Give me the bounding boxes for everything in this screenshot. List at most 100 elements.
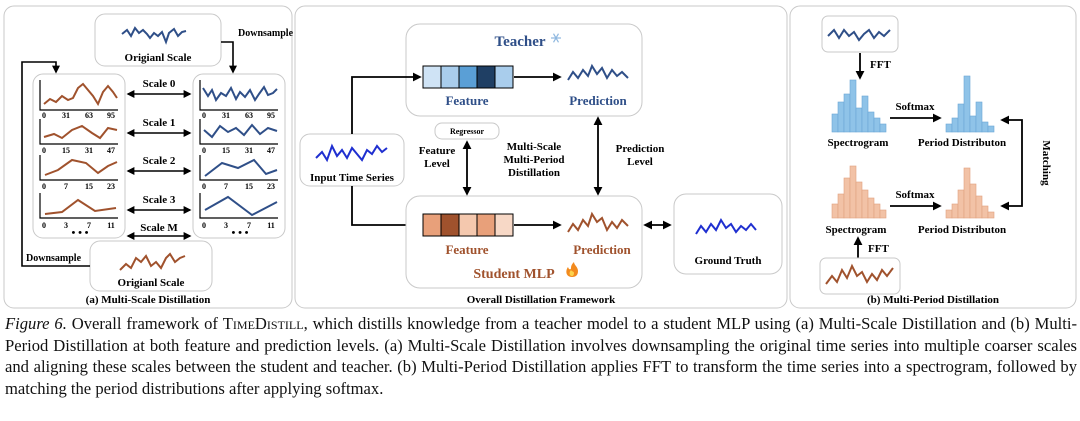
teacher-prediction-series [567, 63, 629, 81]
softmax-bottom-label: Softmax [895, 189, 935, 201]
student-prediction-label: Prediction [573, 242, 631, 257]
student-tick-2-1: 7 [64, 182, 68, 191]
student-feature-label: Feature [445, 242, 488, 257]
student-spectrogram-bars [831, 165, 887, 219]
original-series-top [121, 26, 187, 45]
regressor-label: Regressor [450, 127, 485, 136]
teacher-tick-0-0: 0 [202, 111, 206, 120]
scale-2-label: Scale 2 [143, 155, 176, 167]
panel-b: FFT Spectrogram Softmax Period Distribut… [819, 15, 1052, 306]
downsample-bottom-arrow [21, 61, 90, 267]
panel-mid-title: Overall Distillation Framework [467, 294, 616, 306]
teacher-tick-0-1: 31 [222, 111, 230, 120]
panel-b-frame [789, 5, 1077, 309]
original-scale-top-box [94, 13, 222, 67]
caption-text-2: , which distills knowledge from a teache… [5, 314, 1078, 398]
student-tick-3-1: 3 [64, 221, 68, 230]
snowflake-icon [551, 33, 561, 43]
feature-level-label-2: Level [424, 158, 450, 170]
teacher-scales-box [192, 73, 286, 239]
teacher-spectrogram-bars [831, 79, 887, 133]
teacher-scale-plot-1 [199, 119, 278, 145]
student-series-box [819, 257, 901, 295]
teacher-scale-plot-3 [199, 193, 278, 219]
teacher-tick-1-1: 15 [222, 146, 230, 155]
feature-level-label-1: Feature [419, 145, 456, 157]
student-feature-bar [422, 213, 514, 237]
student-tick-3-0: 0 [42, 221, 46, 230]
teacher-tick-2-2: 15 [245, 182, 253, 191]
student-tick-1-0: 0 [42, 146, 46, 155]
distill-label-3: Distillation [508, 167, 560, 179]
student-scale-plot-1 [39, 119, 118, 145]
teacher-tick-3-1: 3 [224, 221, 228, 230]
teacher-scale-plot-0 [199, 80, 278, 111]
teacher-tick-0-2: 63 [245, 111, 253, 120]
ground-truth-label: Ground Truth [695, 255, 762, 267]
student-period-bars [945, 167, 995, 219]
teacher-feature-label: Feature [445, 93, 488, 108]
student-scales-box [32, 73, 126, 239]
panel-a-title: (a) Multi-Scale Distillation [86, 294, 211, 306]
teacher-tick-2-0: 0 [202, 182, 206, 191]
teacher-tick-3-2: 7 [247, 221, 251, 230]
distill-label-1: Multi-Scale [507, 141, 561, 153]
student-tick-2-0: 0 [42, 182, 46, 191]
teacher-tick-1-3: 47 [267, 146, 275, 155]
downsample-top-label: Downsample [238, 28, 294, 39]
downsample-bottom-label: Downsample [26, 253, 82, 264]
caption-lead: Figure 6. [5, 314, 67, 333]
dots-left: • • • [71, 227, 88, 239]
spectrogram-bottom-label: Spectrogram [826, 224, 887, 236]
student-prediction-series [567, 211, 629, 233]
caption-method-name: TimeDistill [222, 314, 304, 333]
student-tick-0-3: 95 [107, 111, 115, 120]
dots-right: • • • [231, 227, 248, 239]
downsample-top-arrow [221, 41, 237, 74]
teacher-series-b [827, 28, 891, 42]
scale-0-label: Scale 0 [143, 78, 176, 90]
student-tick-1-2: 31 [85, 146, 93, 155]
ground-truth-box [673, 193, 783, 275]
scale-3-label: Scale 3 [143, 194, 176, 206]
distill-label-2: Multi-Period [503, 154, 564, 166]
regressor-box [434, 122, 500, 140]
teacher-tick-3-0: 0 [202, 221, 206, 230]
softmax-top-label: Softmax [895, 101, 935, 113]
prediction-level-label-1: Prediction [616, 143, 665, 155]
student-tick-0-1: 31 [62, 111, 70, 120]
student-series-b [825, 263, 894, 285]
teacher-box [405, 23, 643, 117]
period-top-label: Period Distributon [918, 137, 1006, 149]
student-tick-3-3: 11 [107, 221, 115, 230]
student-scale-plot-2 [39, 155, 118, 181]
student-tick-3-2: 7 [87, 221, 91, 230]
teacher-tick-2-1: 7 [224, 182, 228, 191]
teacher-tick-1-0: 0 [202, 146, 206, 155]
student-label: Student MLP [473, 267, 555, 282]
scale-m-label: Scale M [140, 222, 178, 234]
panel-mid: Teacher Feature Prediction Input Time Se… [299, 23, 783, 306]
input-to-student-arrow [351, 186, 422, 230]
student-tick-2-2: 15 [85, 182, 93, 191]
teacher-tick-1-2: 31 [245, 146, 253, 155]
matching-arrow [1000, 115, 1023, 211]
student-tick-1-1: 15 [62, 146, 70, 155]
student-tick-1-3: 47 [107, 146, 115, 155]
teacher-scale-plot-2 [199, 155, 278, 181]
fft-top-label: FFT [870, 59, 891, 71]
scale-1-label: Scale 1 [143, 117, 176, 129]
student-tick-2-3: 23 [107, 182, 115, 191]
student-scale-plot-3 [39, 193, 118, 219]
caption-text-1: Overall framework of [66, 314, 223, 333]
teacher-series-box [821, 15, 899, 53]
fire-icon [566, 262, 578, 277]
input-to-teacher-arrow [351, 72, 422, 134]
student-scale-plot-0 [39, 80, 118, 111]
matching-label: Matching [1040, 140, 1052, 186]
spectrogram-top-label: Spectrogram [828, 137, 889, 149]
teacher-prediction-label: Prediction [569, 93, 627, 108]
original-scale-top-label: Origianl Scale [125, 52, 192, 64]
panel-a: Origianl Scale Downsample 0 31 63 95 0 1… [21, 13, 294, 306]
teacher-label: Teacher [494, 34, 545, 50]
